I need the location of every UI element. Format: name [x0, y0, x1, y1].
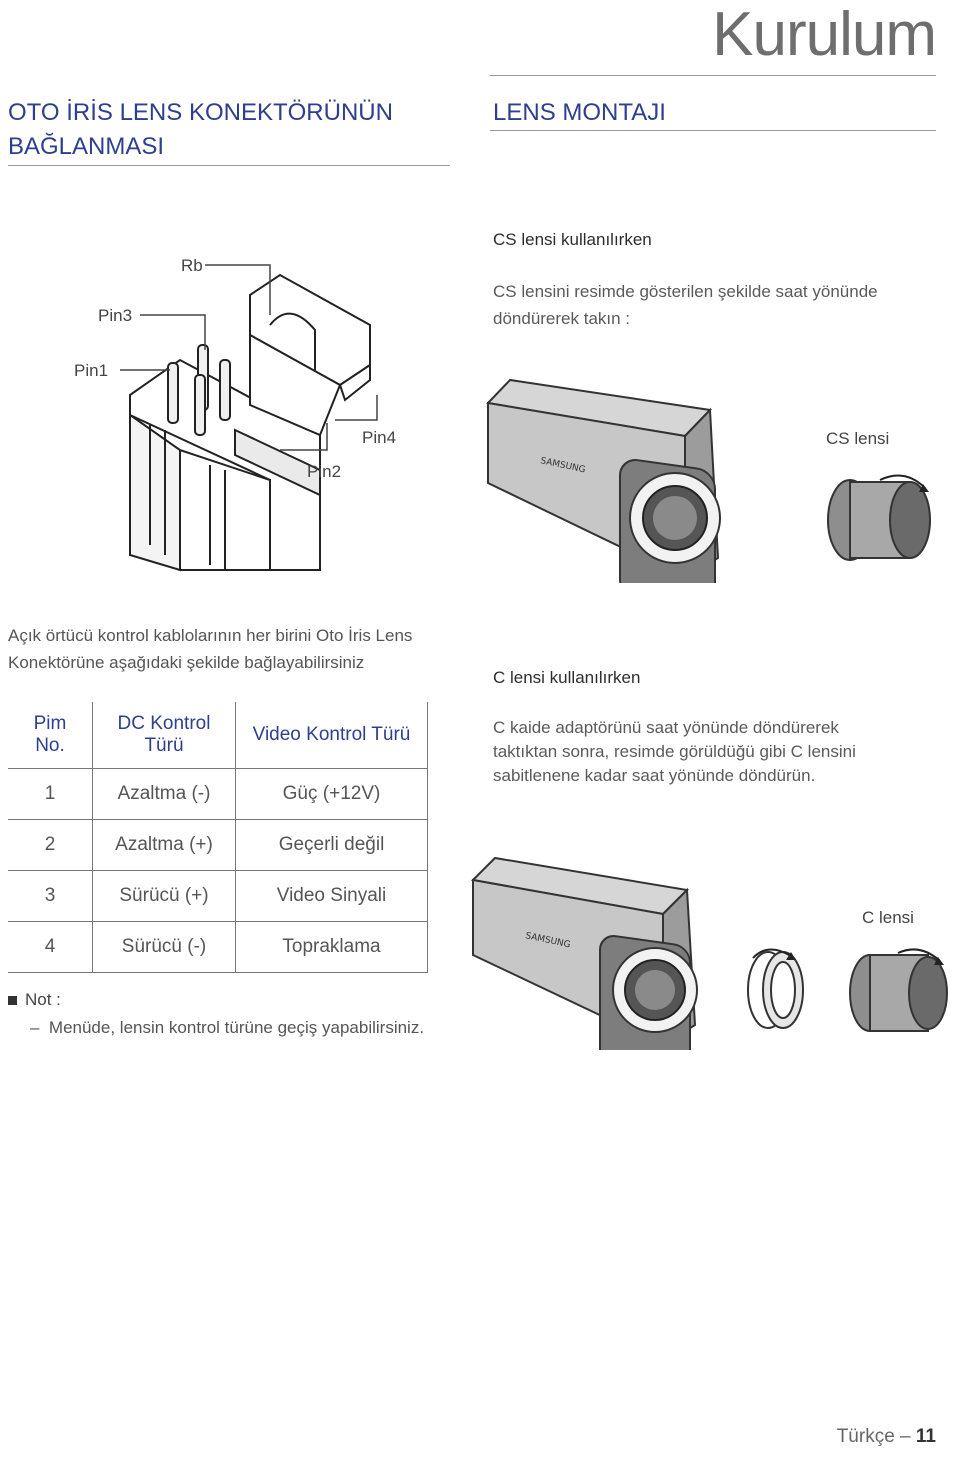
table-row: 3 Sürücü (+) Video Sinyali — [8, 870, 428, 922]
left-desc-line2: Konektörüne aşağıdaki şekilde bağlayabil… — [8, 653, 365, 672]
cell-dc: Azaltma (-) — [92, 768, 236, 820]
cell-video: Topraklama — [235, 921, 428, 973]
label-rb: Rb — [181, 256, 203, 275]
c-desc-line1: C kaide adaptörünü saat yönünde döndürer… — [493, 718, 839, 737]
left-description: Açık örtücü kontrol kablolarının her bir… — [8, 622, 412, 676]
table-row: 2 Azaltma (+) Geçerli değil — [8, 819, 428, 871]
cell-dc: Sürücü (-) — [92, 921, 236, 973]
cell-dc: Sürücü (+) — [92, 870, 236, 922]
cell-video: Video Sinyali — [235, 870, 428, 922]
cs-subtitle: CS lensi kullanılırken — [493, 230, 652, 249]
left-section-title: OTO İRİS LENS KONEKTÖRÜNÜN BAĞLANMASI — [8, 96, 393, 164]
bullet-square-icon — [8, 996, 17, 1006]
page-footer: Türkçe – 11 — [837, 1426, 936, 1448]
dash-icon: – — [30, 1018, 49, 1037]
page-number: 11 — [915, 1426, 936, 1447]
footer-separator: – — [900, 1426, 911, 1447]
cell-pin: 2 — [8, 819, 93, 871]
connector-illustration — [120, 264, 378, 572]
label-pin2: Pin2 — [307, 462, 342, 481]
cs-description: CS lensini resimde gösterilen şekilde sa… — [493, 278, 878, 332]
c-description: C kaide adaptörünü saat yönünde döndürer… — [493, 716, 856, 788]
cell-video: Geçerli değil — [235, 819, 428, 871]
rotate-arrow-icon — [919, 484, 929, 492]
cell-pin: 4 — [8, 921, 93, 973]
header-pin-no: Pim No. — [8, 702, 93, 769]
cell-video: Güç (+12V) — [235, 768, 428, 820]
rotate-arrow-icon — [934, 957, 944, 965]
left-title-line1: OTO İRİS LENS KONEKTÖRÜNÜN — [8, 99, 393, 126]
table-row: 1 Azaltma (-) Güç (+12V) — [8, 768, 428, 820]
header-video-control: Video Kontrol Türü — [235, 702, 428, 769]
cell-dc: Azaltma (+) — [92, 819, 236, 871]
left-title-rule — [8, 165, 450, 166]
label-pin1: Pin1 — [74, 361, 109, 380]
c-subtitle: C lensi kullanılırken — [493, 668, 641, 687]
table-row: 4 Sürücü (-) Topraklama — [8, 921, 428, 973]
pin-table-header: Pim No. DC Kontrol Türü Video Kontrol Tü… — [8, 702, 428, 769]
label-pin3: Pin3 — [98, 306, 133, 325]
right-section-title: LENS MONTAJI — [493, 99, 666, 126]
c-camera-illustration: SAMSUNG — [470, 856, 698, 1050]
cell-pin: 3 — [8, 870, 93, 922]
cs-lens-label: CS lensi — [826, 429, 890, 448]
left-title-line2: BAĞLANMASI — [8, 133, 165, 160]
c-lens-illustration — [849, 948, 948, 1032]
pin-table: Pim No. DC Kontrol Türü Video Kontrol Tü… — [8, 702, 428, 973]
cs-desc-line2: döndürerek takın : — [493, 309, 631, 328]
cs-lens-illustration — [827, 474, 931, 561]
left-desc-line1: Açık örtücü kontrol kablolarının her bir… — [8, 626, 413, 645]
c-desc-line3: sabitlenene kadar saat yönünde döndürün. — [493, 766, 816, 785]
c-lens-label: C lensi — [862, 908, 914, 927]
rotate-arrow-icon — [786, 952, 796, 960]
page-header-title: Kurulum — [712, 0, 937, 69]
cs-camera-illustration: SAMSUNG — [485, 378, 721, 583]
cell-pin: 1 — [8, 768, 93, 820]
label-pin4: Pin4 — [362, 428, 397, 447]
header-dc-control: DC Kontrol Türü — [92, 702, 236, 769]
c-mount-adapter-illustration — [747, 948, 804, 1029]
note-title: Not : — [8, 990, 61, 1010]
c-desc-line2: taktıktan sonra, resimde görüldüğü gibi … — [493, 742, 856, 761]
note-text: – Menüde, lensin kontrol türüne geçiş ya… — [30, 1018, 425, 1037]
right-title-rule — [490, 130, 936, 131]
header-rule — [490, 75, 936, 76]
footer-language: Türkçe — [836, 1426, 895, 1447]
cs-desc-line1: CS lensini resimde gösterilen şekilde sa… — [493, 282, 878, 301]
